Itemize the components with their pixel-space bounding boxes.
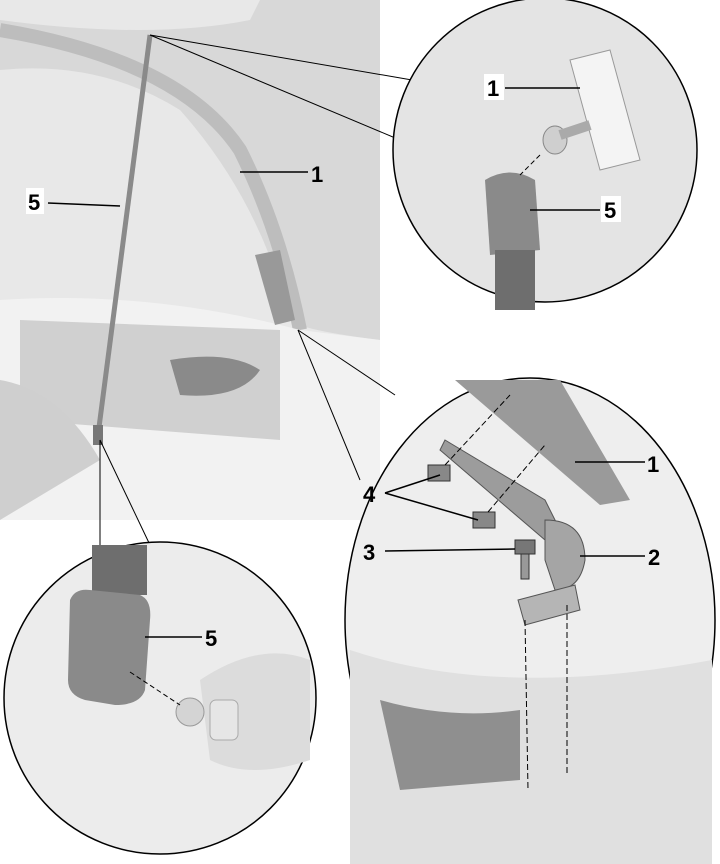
gas-strut xyxy=(95,34,153,436)
callout-hood-main: 1 xyxy=(311,162,323,187)
callout-hood-hinge-detail: 1 xyxy=(647,452,659,477)
main-view xyxy=(0,0,380,520)
callout-bolt: 3 xyxy=(363,540,375,565)
callout-strut-lower-detail: 5 xyxy=(205,626,217,651)
callout-nuts: 4 xyxy=(363,482,376,507)
callout-strut-upper-detail: 5 xyxy=(604,198,616,223)
detail-strut-upper xyxy=(392,0,698,310)
callout-hood-upper-detail: 1 xyxy=(487,76,499,101)
callout-hinge: 2 xyxy=(648,545,660,570)
callout-strut-main: 5 xyxy=(28,190,40,215)
detail-strut-lower xyxy=(3,541,317,855)
detail-hinge xyxy=(344,377,716,864)
